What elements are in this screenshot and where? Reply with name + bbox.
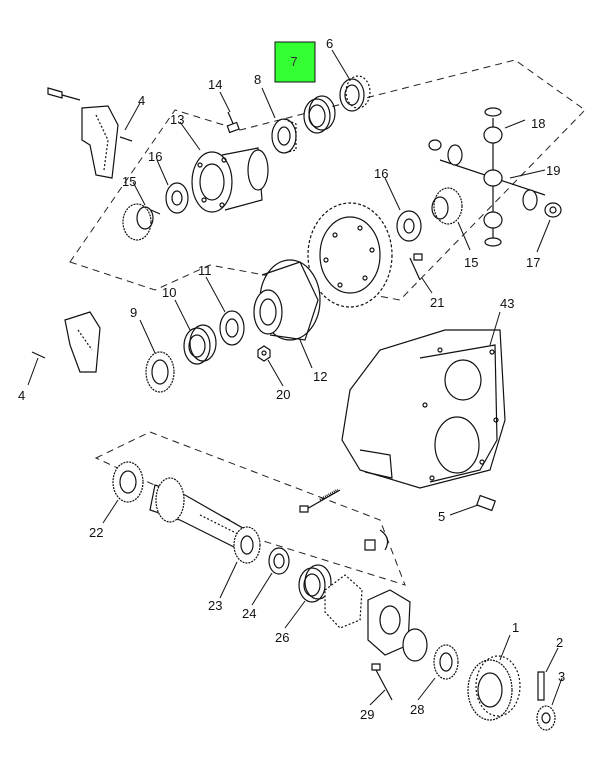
callout-23[interactable]: 23	[208, 598, 222, 613]
callout-15-left[interactable]: 15	[122, 174, 136, 189]
ring-gear	[308, 203, 392, 307]
part-21-bolt	[410, 254, 422, 280]
part-8-bearing-cone	[272, 119, 296, 153]
callout-4-upper[interactable]: 4	[138, 93, 145, 108]
dashed-group-outlines	[69, 59, 586, 586]
callout-14[interactable]: 14	[208, 77, 222, 92]
callout-5[interactable]: 5	[438, 509, 445, 524]
callout-20[interactable]: 20	[276, 387, 290, 402]
spider-assembly	[429, 108, 561, 246]
part-4-cap-lower	[32, 312, 100, 372]
part-15-side-gear-left	[123, 204, 160, 240]
part-12-case-half	[254, 260, 320, 340]
part-4-cap-upper	[48, 88, 132, 178]
pinion-shaft	[150, 478, 255, 555]
callout-28[interactable]: 28	[410, 702, 424, 717]
part-15-side-gear-right	[432, 188, 462, 224]
part-20-nut	[258, 346, 270, 361]
part-13-case-half	[192, 148, 268, 212]
callout-10[interactable]: 10	[162, 285, 176, 300]
part-22-bearing	[113, 462, 143, 502]
callout-22[interactable]: 22	[89, 525, 103, 540]
pinion-group-outline	[94, 431, 406, 586]
callout-labels: 1 2 3 4 4 5 6 8 9 10 11 12 13 14 15 15 1…	[18, 36, 565, 722]
part-26-cup	[299, 565, 331, 602]
callout-3[interactable]: 3	[558, 669, 565, 684]
highlight-part-7[interactable]: 7	[274, 41, 316, 83]
part-6-ring	[340, 76, 370, 111]
differential-group-outline	[69, 59, 586, 301]
part-14-bolt	[227, 112, 239, 132]
callout-4-lower[interactable]: 4	[18, 388, 25, 403]
callout-9[interactable]: 9	[130, 305, 137, 320]
callout-21[interactable]: 21	[430, 295, 444, 310]
highlight-box	[274, 41, 316, 83]
callout-16-left[interactable]: 16	[148, 149, 162, 164]
part-43-carrier-housing	[342, 330, 505, 488]
callout-17[interactable]: 17	[526, 255, 540, 270]
callout-16-right[interactable]: 16	[374, 166, 388, 181]
callout-12[interactable]: 12	[313, 369, 327, 384]
shim-plate	[325, 575, 427, 661]
adjusting-screw	[300, 490, 340, 512]
callout-8[interactable]: 8	[254, 72, 261, 87]
part-23-bearing	[234, 527, 260, 563]
part-2-pin	[538, 672, 544, 700]
part-1-gear	[468, 656, 520, 720]
part-16-washer-left	[166, 183, 188, 213]
leader-lines	[27, 49, 563, 706]
callout-15-right[interactable]: 15	[464, 255, 478, 270]
callout-11[interactable]: 11	[198, 263, 212, 278]
part-11-bearing-cone	[220, 311, 244, 345]
part-7-bearing-cup	[304, 96, 335, 133]
callout-2[interactable]: 2	[556, 635, 563, 650]
callout-24[interactable]: 24	[242, 606, 256, 621]
part-9-adjuster	[146, 352, 174, 392]
callout-43[interactable]: 43	[500, 296, 514, 311]
callout-29[interactable]: 29	[360, 707, 374, 722]
callout-1[interactable]: 1	[512, 620, 519, 635]
callout-26[interactable]: 26	[275, 630, 289, 645]
callout-18[interactable]: 18	[531, 116, 545, 131]
callout-6[interactable]: 6	[326, 36, 333, 51]
part-3-nut	[537, 706, 555, 730]
callout-19[interactable]: 19	[546, 163, 560, 178]
part-16-washer-right	[397, 211, 421, 241]
highlight-label: 7	[290, 54, 297, 69]
callout-13[interactable]: 13	[170, 112, 184, 127]
part-28-bearing	[434, 645, 458, 679]
small-lock	[365, 530, 388, 550]
part-10-bearing-cup	[184, 325, 216, 364]
part-29-bolt	[372, 664, 392, 700]
part-24-spacer	[269, 548, 289, 574]
part-5-pin	[477, 496, 495, 511]
